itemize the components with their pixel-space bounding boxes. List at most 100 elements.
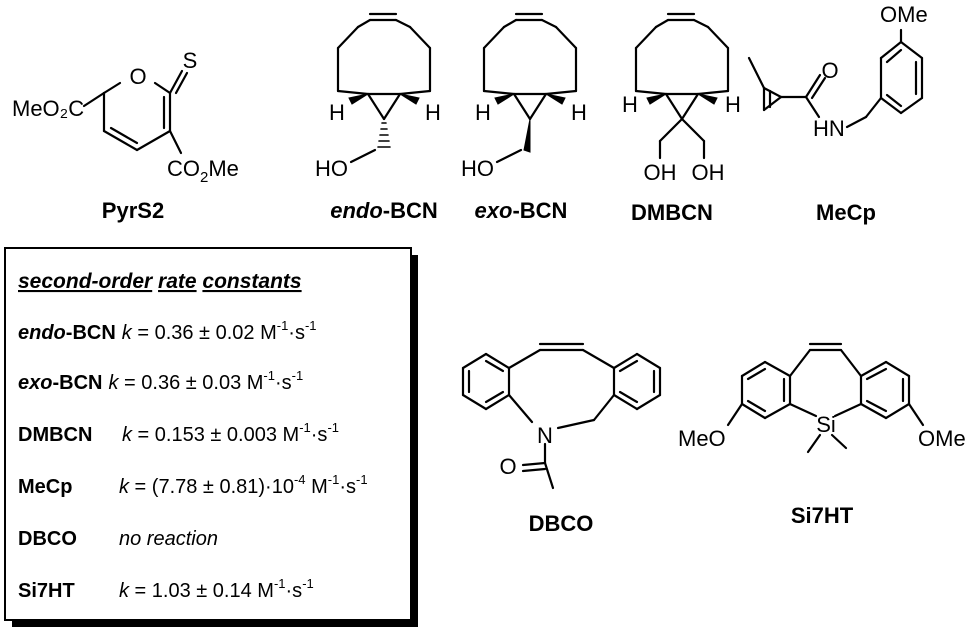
compound-pyrs2: O S MeO₂C CO2Me PyrS2	[12, 48, 239, 223]
pyrs2-thione-sulfur: S	[183, 48, 198, 73]
exo-bcn-h-left: H	[475, 100, 491, 125]
rate-row-value: = 1.03 ± 0.14 M	[129, 580, 274, 602]
rate-row-unit: ·s	[286, 580, 303, 602]
mecp-bonds	[747, 28, 924, 129]
rate-row-exponent: -4	[294, 472, 306, 487]
compound-label-pyrs2: PyrS2	[102, 198, 164, 223]
rate-row-unit: ·s	[275, 372, 292, 394]
endo-bcn-label-prefix: endo	[330, 198, 383, 223]
rate-row-dmbcn-value: k = 0.153 ± 0.003 M-1·s-1	[122, 420, 339, 446]
rate-row-dbco: DBCO	[18, 528, 77, 550]
rate-row-label: Si7HT	[18, 580, 75, 602]
exo-bcn-wedge-right	[545, 93, 566, 105]
rate-row-label: DMBCN	[18, 424, 92, 446]
rate-row-unit: ·s	[339, 476, 356, 498]
rate-table-title: second-order rate constants	[18, 270, 302, 293]
pyrs2-ester-right-base: CO	[167, 156, 200, 181]
rate-table-title-word-3: constants	[202, 270, 301, 293]
endo-bcn-h-left: H	[329, 100, 345, 125]
rate-row-mecp-value: k = (7.78 ± 0.81)·10-4 M-1·s-1	[119, 472, 368, 498]
exo-bcn-wedge-left	[494, 93, 515, 105]
compound-label-dmbcn: DMBCN	[631, 200, 713, 225]
rate-row-k: k	[108, 372, 119, 394]
rate-row-si7ht-value: k = 1.03 ± 0.14 M-1·s-1	[119, 576, 314, 602]
rate-row-unit: ·s	[311, 424, 328, 446]
rate-row-unit: ·s	[288, 322, 305, 344]
rate-row-exponent: -1	[299, 420, 311, 435]
dmbcn-wedge-right	[697, 93, 718, 105]
pyrs2-ester-right: CO2Me	[167, 156, 239, 186]
si7ht-methoxy-left: MeO	[678, 426, 726, 451]
rate-row-label: -BCN	[52, 372, 102, 394]
si7ht-methoxy-right: OMe	[918, 426, 966, 451]
dmbcn-oh-left: OH	[644, 160, 677, 185]
rate-row-exponent: -1	[305, 318, 317, 333]
rate-row-label-prefix: endo	[18, 322, 66, 344]
rate-row-k: k	[119, 580, 130, 602]
rate-row-exponent: -1	[277, 318, 289, 333]
si7ht-bonds	[726, 342, 925, 454]
compound-label-endo-bcn: endo-BCN	[330, 198, 438, 223]
exo-bcn-bonds	[482, 12, 578, 164]
exo-bcn-hydroxyl: HO	[461, 156, 494, 181]
pyrs2-ester-right-me: Me	[208, 156, 239, 181]
compound-mecp: O HN OMe MeCp	[747, 2, 928, 225]
endo-bcn-wedge-left	[348, 93, 369, 105]
rate-row-k: k	[122, 322, 133, 344]
dmbcn-h-left: H	[622, 92, 638, 117]
rate-row-label: MeCp	[18, 476, 72, 498]
compound-endo-bcn: H H HO endo-BCN	[315, 12, 441, 223]
rate-row-exponent: -1	[274, 576, 286, 591]
endo-bcn-h-right: H	[425, 100, 441, 125]
dmbcn-h-right: H	[725, 92, 741, 117]
compound-label-exo-bcn: exo-BCN	[475, 198, 568, 223]
dmbcn-bonds	[634, 12, 730, 160]
rate-row-mecp: MeCp	[18, 476, 72, 498]
rate-row-exponent: -1	[292, 368, 304, 383]
compound-dmbcn: H H OH OH DMBCN	[622, 12, 741, 225]
rate-row-dmbcn: DMBCN	[18, 424, 92, 446]
endo-bcn-bonds	[336, 12, 432, 164]
dbco-nitrogen: N	[537, 423, 553, 448]
exo-bcn-wedge-down	[523, 118, 531, 153]
compound-label-mecp: MeCp	[816, 200, 876, 225]
compound-label-dbco: DBCO	[529, 511, 594, 536]
rate-row-value: = (7.78 ± 0.81)·10	[129, 476, 294, 498]
rate-table-title-word-2: rate	[158, 270, 197, 293]
mecp-methoxy: OMe	[880, 2, 928, 27]
rate-row-k: k	[119, 476, 130, 498]
mecp-carbonyl-oxygen: O	[821, 58, 838, 83]
rate-row-exponent: -1	[302, 576, 314, 591]
rate-row-value: = 0.36 ± 0.03 M	[118, 372, 263, 394]
rate-row-exponent: -1	[328, 472, 340, 487]
pyrs2-ring-oxygen: O	[129, 64, 146, 89]
mecp-amide-nh: HN	[813, 116, 845, 141]
compound-si7ht: Si MeO OMe Si7HT	[678, 342, 966, 528]
rate-row-exponent: -1	[263, 368, 275, 383]
dmbcn-oh-right: OH	[692, 160, 725, 185]
endo-bcn-wedge-right	[399, 93, 420, 105]
rate-row-exponent: -1	[356, 472, 368, 487]
rate-row-exponent: -1	[327, 420, 339, 435]
rate-table-box	[4, 247, 412, 621]
dbco-bonds	[461, 342, 662, 490]
rate-row-value: = 0.36 ± 0.02 M	[132, 322, 277, 344]
rate-row-si7ht: Si7HT	[18, 580, 75, 602]
endo-bcn-label-suffix: -BCN	[383, 198, 438, 223]
compound-dbco: N O DBCO	[461, 342, 662, 536]
rate-table-title-word-1: second-order	[18, 270, 154, 293]
endo-bcn-hash	[377, 122, 391, 148]
dbco-carbonyl-oxygen: O	[499, 454, 516, 479]
dmbcn-wedge-left	[646, 93, 667, 105]
rate-row-dbco-note: no reaction	[119, 528, 218, 550]
rate-row-k: k	[122, 424, 133, 446]
endo-bcn-hydroxyl: HO	[315, 156, 348, 181]
rate-row-label: -BCN	[66, 322, 116, 344]
exo-bcn-h-right: H	[571, 100, 587, 125]
compound-label-si7ht: Si7HT	[791, 503, 854, 528]
exo-bcn-label-suffix: -BCN	[512, 198, 567, 223]
